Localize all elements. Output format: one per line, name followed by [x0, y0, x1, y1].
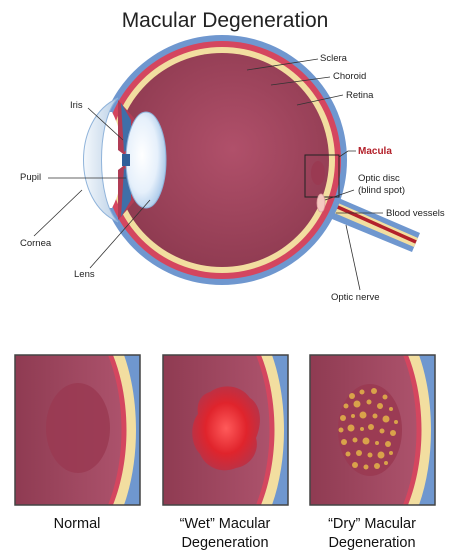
caption-dry-line2: Degeneration [328, 535, 415, 551]
label-optic-nerve: Optic nerve [331, 292, 380, 303]
panel-dry [309, 354, 436, 506]
wet-lesion [192, 386, 260, 471]
caption-wet-line1: “Wet” Macular [180, 516, 271, 532]
panel-wet [162, 354, 289, 506]
pupil [122, 154, 130, 166]
label-choroid: Choroid [333, 71, 366, 82]
label-blind-spot: (blind spot) [358, 185, 405, 196]
lens [125, 111, 167, 209]
caption-wet-line2: Degeneration [181, 535, 268, 551]
eye-cross-section [83, 35, 420, 285]
label-macula: Macula [358, 146, 392, 157]
vitreous-body [115, 53, 329, 267]
label-sclera: Sclera [320, 53, 348, 64]
label-cornea: Cornea [20, 238, 52, 249]
caption-dry-line1: “Dry” Macular [328, 516, 416, 532]
panel-normal [14, 354, 141, 506]
diagram-title: Macular Degeneration [122, 9, 329, 32]
normal-macula [46, 383, 110, 473]
label-pupil: Pupil [20, 172, 41, 183]
label-retina: Retina [346, 90, 374, 101]
label-iris: Iris [70, 100, 83, 111]
dry-drusen-spots [338, 388, 398, 470]
label-optic-disc: Optic disc [358, 173, 400, 184]
caption-normal: Normal [54, 516, 101, 532]
dry-macula [338, 384, 402, 476]
macula [311, 161, 325, 185]
cornea [83, 97, 119, 223]
leader-lines [33, 58, 383, 291]
label-lens: Lens [74, 269, 95, 280]
optic-disc [316, 193, 326, 213]
label-blood-vessels: Blood vessels [386, 208, 445, 219]
